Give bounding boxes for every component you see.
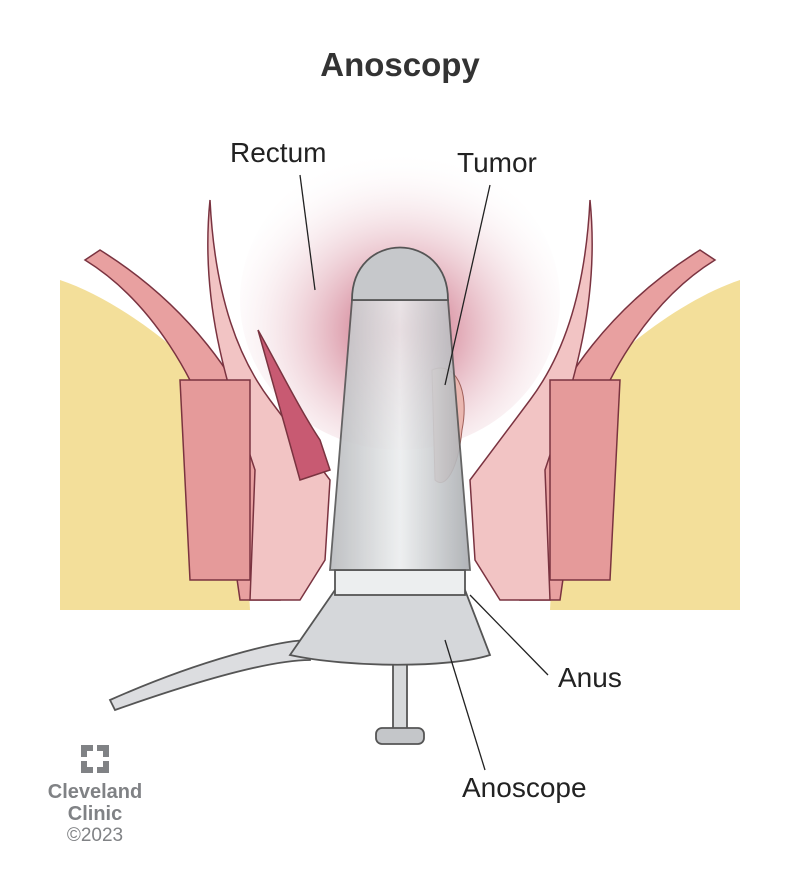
anoscope-leader: [444, 639, 486, 771]
label-rectum: Rectum: [230, 137, 327, 168]
label-anus: Anus: [558, 662, 622, 693]
copyright: ©2023: [66, 825, 124, 846]
right-rectal-wall: [469, 199, 717, 601]
left-rectal-wall: [83, 199, 331, 601]
logo-line2: Clinic: [67, 803, 123, 825]
rectum-leader: [299, 174, 316, 291]
anoscope: [108, 246, 492, 745]
anus-leader: [469, 594, 549, 676]
tumor-leader: [444, 184, 491, 386]
leader-lines: [299, 174, 549, 771]
label-tumor: Tumor: [457, 147, 537, 178]
label-anoscope: Anoscope: [462, 772, 587, 803]
logo-line1: Cleveland: [47, 781, 143, 803]
logo-mark-icon: [81, 745, 109, 773]
diagram-title: Anoscopy: [320, 46, 480, 83]
cleveland-clinic-logo: Cleveland Clinic ©2023: [40, 745, 150, 847]
